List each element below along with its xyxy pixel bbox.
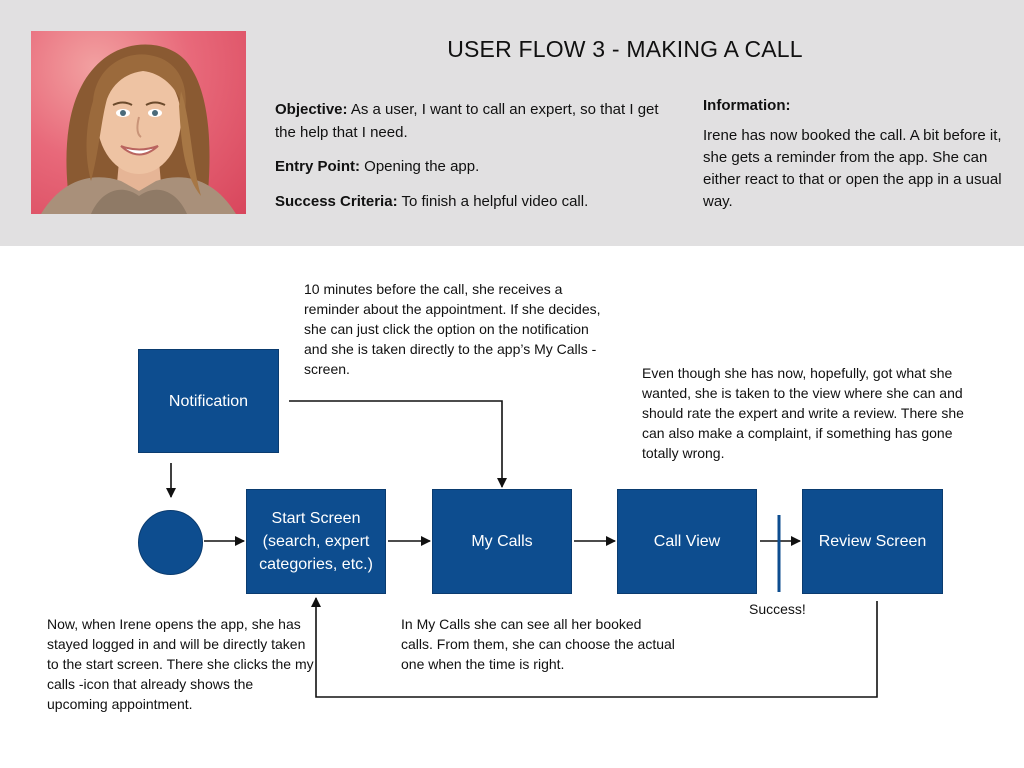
success-criteria: Success Criteria: To finish a helpful vi… — [275, 190, 675, 213]
node-review-screen: Review Screen — [802, 489, 943, 594]
review-note: Even though she has now, hopefully, got … — [642, 365, 964, 461]
objective: Objective: As a user, I want to call an … — [275, 98, 675, 144]
node-my-calls: My Calls — [432, 489, 572, 594]
notification-note: 10 minutes before the call, she receives… — [304, 281, 601, 377]
entry-point-text: Opening the app. — [364, 158, 480, 175]
node-call-view: Call View — [617, 489, 757, 594]
start-node — [138, 510, 203, 575]
arrow-notification-to-my-calls — [289, 400, 507, 488]
entry-point: Entry Point: Opening the app. — [275, 155, 675, 178]
success-criteria-label: Success Criteria: — [275, 193, 398, 210]
objective-label: Objective: — [275, 101, 348, 118]
my-calls-note: In My Calls she can see all her booked c… — [401, 616, 675, 672]
success-criteria-text: To finish a helpful video call. — [401, 193, 589, 210]
success-label: Success! — [749, 601, 806, 617]
information-heading: Information: — [703, 97, 791, 114]
start-screen-note: Now, when Irene opens the app, she has s… — [47, 616, 314, 712]
persona-photo — [31, 31, 246, 214]
node-start-screen: Start Screen (search, expert categories,… — [246, 489, 386, 594]
objective-text: As a user, I want to call an expert, so … — [275, 101, 659, 141]
node-notification: Notification — [138, 349, 279, 453]
information-text: Irene has now booked the call. A bit bef… — [703, 127, 1002, 210]
arrow-review-back-to-start — [311, 597, 878, 698]
page-title: USER FLOW 3 - MAKING A CALL — [447, 36, 803, 62]
entry-point-label: Entry Point: — [275, 158, 360, 175]
